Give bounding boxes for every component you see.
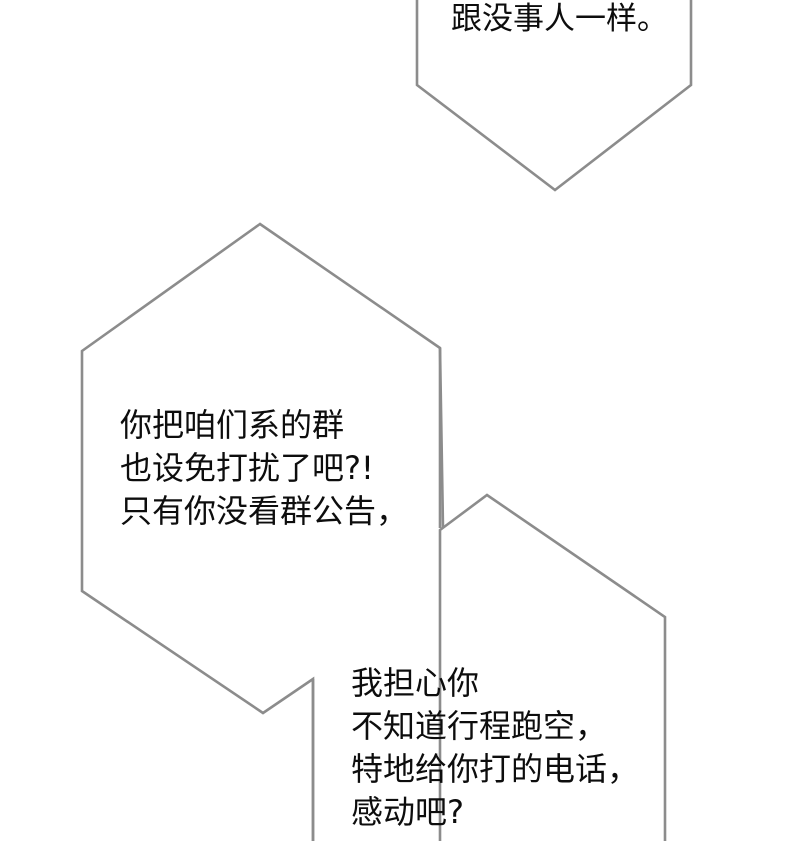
speech-bubble-bottom-outline bbox=[438, 493, 667, 841]
speech-bubble-middle-text: 你把咱们系的群 也设免打扰了吧?! 只有你没看群公告， bbox=[120, 406, 409, 530]
speech-bubble-bottom-text: 我担心你 不知道行程跑空， 特地给你打的电话， 感动吧? bbox=[351, 664, 640, 831]
speech-bubble-top-text: 跟没事人一样。 bbox=[451, 1, 668, 37]
speech-bubble-top-outline bbox=[415, 0, 693, 192]
